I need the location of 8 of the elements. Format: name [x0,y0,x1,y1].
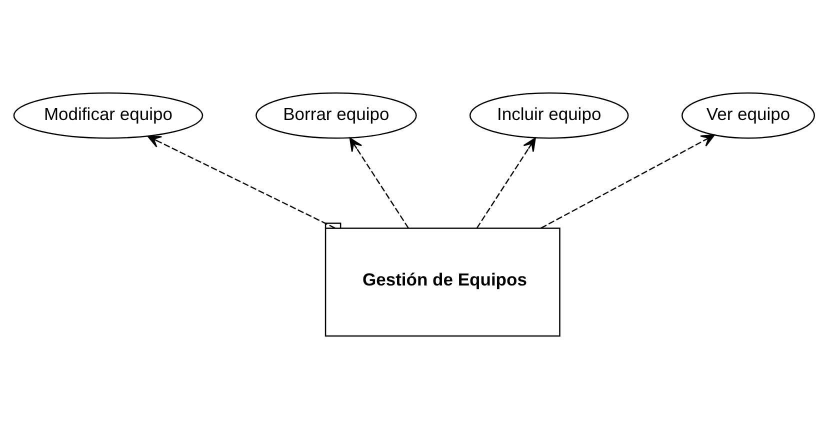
node-ellipse: Incluir equipo [469,92,629,139]
arrow [349,137,409,228]
node-ellipse: Modificar equipo [13,92,204,139]
node-ellipse: Borrar equipo [256,92,417,139]
arrow [476,137,536,228]
node-ellipse: Ver equipo [682,92,815,139]
arrow [540,134,715,229]
arrow [147,136,336,229]
